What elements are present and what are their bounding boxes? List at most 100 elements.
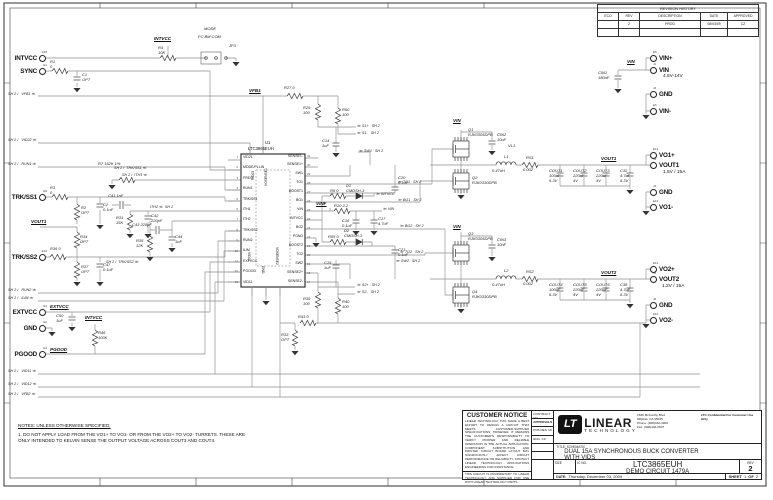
sheetref-trkss2: SH 2 / TRK/SS2 ≪	[106, 260, 139, 264]
ic-top-pin-vosense1: VOSENSE1	[263, 168, 268, 186]
part-c41: C41 1nF	[108, 193, 124, 198]
part-r37: R37 OPT	[81, 264, 90, 274]
approvals-column: CONTRACT NO. APPROVALS PCB DES. MI ENG. …	[532, 411, 555, 479]
part-cout6: COUT6 220uF 4V	[596, 282, 610, 297]
part-rs2: RS2	[526, 269, 534, 274]
sheetref-vid11: SH 2 / VID11 ≪	[8, 369, 37, 373]
part-c2: C2 0.1uF	[103, 202, 114, 212]
part-number-row: SIZE IC NO. LTC3865EUH DEMO CIRCUIT 1479…	[554, 459, 761, 475]
part-l2: L2	[504, 268, 509, 273]
sheetref-run2: SH 2 / RUN2 ≫	[8, 288, 37, 292]
sheet-indicator: SHEET 1 OF 2	[724, 474, 761, 479]
part-r50: R50 100	[342, 107, 350, 117]
turret-icon: E6	[650, 103, 657, 115]
net-vinf: VINF	[316, 201, 327, 206]
revision-history-table: REVISION HISTORY ECO REV DESCRIPTION DAT…	[597, 4, 759, 37]
part-c44: C44 1nF	[175, 234, 183, 244]
sheetref-tg2: ≫ TG2 SH 2	[400, 250, 424, 254]
sheetref-sw2: ≫ SW2 SH 2	[396, 259, 421, 263]
turret-icon: E11	[650, 147, 658, 159]
notes-item-1: 1. DO NOT APPLY LOAD FROM THE VO1+ TO VO…	[18, 432, 246, 444]
part-c20: C20 0.1uF	[398, 175, 409, 185]
turret-icon: E4	[39, 346, 47, 358]
part-c32: C32 4.7uF 6.3V	[620, 168, 631, 183]
sheetref-ilim: SH 2 / ILIM ≫	[8, 296, 34, 300]
part-cout5: COUT5 220uF 4V	[573, 282, 587, 297]
ground-symbols	[48, 62, 650, 356]
part-r1: R1 0	[50, 59, 56, 69]
ic-bottom-pin-vosense2: VOSENSE2	[275, 247, 279, 265]
net-vfb1: VFB1	[249, 88, 261, 93]
rev-col-desc: DESCRIPTION	[639, 13, 700, 20]
linear-technology-logo-icon: LT	[558, 415, 583, 434]
turret-icon: J6	[650, 297, 657, 309]
confidential-note: LTC Confidential For Customer Use Only	[701, 413, 754, 422]
part-r55: R55 0	[328, 234, 339, 239]
part-cin1: CIN1 180uF	[598, 70, 610, 80]
ic-bottom-pin-gnd: GND	[261, 266, 265, 274]
part-jp3: JP3	[229, 43, 236, 48]
date-row: DATE: Thursday, December 03, 2009 SHEET …	[554, 474, 761, 479]
net-vin-input: VIN	[627, 59, 635, 64]
part-c21: C21 0.1uF	[398, 247, 409, 257]
part-c1: C1 OPT	[82, 72, 91, 82]
net-vout2: VOUT2	[601, 270, 617, 275]
sheetref-vfb2: SH 2 / VFB2 ≪	[8, 392, 36, 396]
sheetref-intvcc: ≫ INTVCC	[376, 192, 395, 196]
turret-icon: E12	[650, 199, 658, 211]
net-vout1: VOUT1	[601, 156, 617, 161]
turret-icon: E3	[39, 304, 47, 316]
turret-icon: J2	[650, 86, 657, 98]
turret-icon: E2	[39, 320, 47, 332]
customer-notice: CUSTOMER NOTICE LINEAR TECHNOLOGY HAS MA…	[463, 411, 533, 484]
part-r9: R9 0	[330, 188, 339, 193]
turret-icon: E14	[650, 312, 658, 324]
sheetref-trkss1: SH 2 / TRK/SS1 ≪	[114, 166, 147, 170]
part-l2-value: 0.47uH	[492, 282, 505, 287]
part-q1: Q1 RJK0305DPB	[468, 127, 493, 137]
part-r31: R31 15K	[116, 215, 124, 225]
net-pgood: PGOOD	[50, 347, 68, 352]
sheetref-sw1: ≫ SW1 SH 2	[359, 149, 384, 153]
part-rs2-value: 0.002	[523, 281, 534, 286]
sheetref-s1m: ≫ S1- SH 2	[357, 131, 379, 135]
vout2-rating-label: 1.2V / 15A	[662, 284, 685, 289]
ic-top-pin-vid22: VID22	[250, 170, 255, 180]
part-q4: Q4 RJK0330DPB	[472, 289, 497, 299]
part-r7: R7 162K 1%	[98, 161, 121, 166]
sheetref-vfb1: SH 2 / VFB1 ≪	[8, 92, 36, 96]
sheetref-vid22: SH 2 / VID22 ≪	[8, 138, 37, 142]
net-vout1-track: VOUT1	[31, 219, 47, 224]
part-r3: R3 0	[50, 185, 56, 195]
customer-notice-title: CUSTOMER NOTICE	[466, 412, 528, 419]
turret-icon: E5	[650, 50, 657, 62]
revision-row: 2 PROD 08/03/09 CZ	[598, 20, 758, 28]
customer-notice-para2: THIS CIRCUIT IS PROPRIETARY TO LINEAR TE…	[465, 472, 530, 484]
ic-number-cell: IC NO. LTC3865EUH DEMO CIRCUIT 1479A	[576, 459, 740, 475]
rev-col-rev: REV	[618, 13, 639, 20]
sheetref-bg2: ≫ BG2 SH 2	[400, 224, 424, 228]
part-r2: R2 OPT	[81, 205, 90, 215]
part-cout4: COUT4 100uF 6.3V	[549, 282, 563, 297]
schematic-title-line2: WITH VIDS	[564, 454, 596, 461]
part-r40: R40 100	[342, 299, 350, 309]
notes-block: NOTES: UNLESS OTHERWISE SPECIFIED, 1. DO…	[18, 423, 253, 445]
title-part-number: LTC3865EUH	[633, 459, 683, 469]
part-c42: C42 220pF	[151, 213, 163, 223]
rev-cell: REV 2	[740, 460, 761, 473]
vout1-rating-label: 1.5V / 15A	[663, 170, 686, 175]
turret-icon: J5	[650, 271, 657, 283]
part-d2: D2 CMDSH-3	[344, 228, 363, 238]
rev-col-eco: ECO	[604, 14, 612, 18]
part-r36: R36 0	[50, 246, 61, 251]
